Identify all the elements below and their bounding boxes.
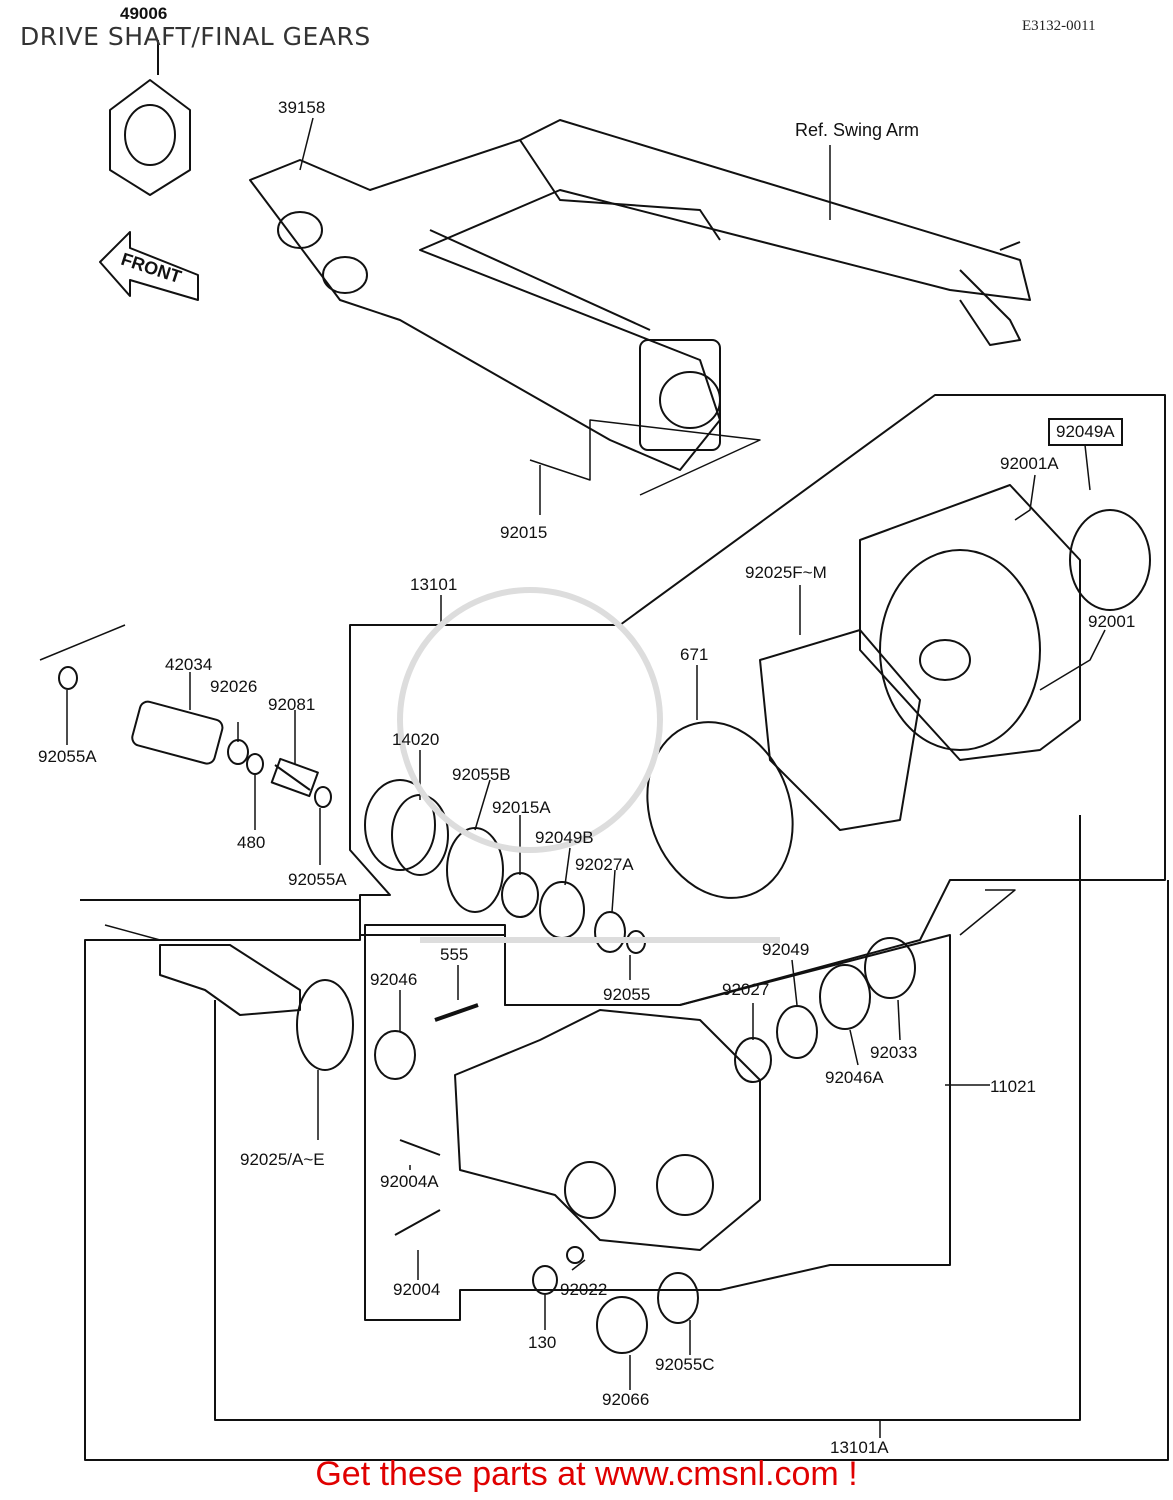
part-label-480[interactable]: 480 — [237, 833, 266, 852]
shim-92025 — [296, 979, 354, 1071]
part-label-92049[interactable]: 92049 — [762, 940, 810, 959]
o-ring-671 — [646, 721, 794, 899]
part-label-92015a[interactable]: 92015A — [492, 798, 551, 817]
part-label-92055a-right[interactable]: 92055A — [288, 870, 347, 889]
ring-gear-illustration — [859, 484, 1151, 761]
coupling-illustration — [109, 40, 191, 196]
sleeve-42034 — [131, 700, 224, 765]
part-label-92025-a-e[interactable]: 92025/A~E — [240, 1150, 325, 1169]
part-label-92055c[interactable]: 92055C — [655, 1355, 715, 1374]
diagram-code: E3132-0011 — [1022, 18, 1096, 34]
part-label-92004a[interactable]: 92004A — [380, 1172, 439, 1191]
watermark — [397, 587, 780, 943]
part-label-13101a[interactable]: 13101A — [830, 1438, 889, 1457]
part-label-92033[interactable]: 92033 — [870, 1043, 918, 1062]
pinion-shaft — [159, 944, 301, 1016]
part-label-130[interactable]: 130 — [528, 1333, 557, 1352]
group-outline-11021 — [364, 924, 951, 1321]
bearing-14020 — [364, 779, 436, 871]
part-label-11021[interactable]: 11021 — [990, 1077, 1037, 1096]
group-outline-shaft — [214, 815, 1081, 1421]
part-label-14020[interactable]: 14020 — [392, 730, 440, 749]
part-label-92049b[interactable]: 92049B — [535, 828, 594, 847]
diagram-title: DRIVE SHAFT/FINAL GEARS — [20, 22, 371, 51]
part-label-13101[interactable]: 13101 — [410, 575, 458, 594]
part-label-92026[interactable]: 92026 — [210, 677, 258, 696]
part-label-92027a[interactable]: 92027A — [575, 855, 634, 874]
part-label-92081[interactable]: 92081 — [268, 695, 316, 714]
part-label-92046[interactable]: 92046 — [370, 970, 418, 989]
part-label-92001a[interactable]: 92001A — [1000, 454, 1059, 473]
part-label-92049a[interactable]: 92049A — [1048, 418, 1123, 446]
group-outline-13101a — [80, 880, 1169, 1461]
part-label-92004[interactable]: 92004 — [393, 1280, 441, 1299]
part-label-92055[interactable]: 92055 — [603, 985, 651, 1004]
front-arrow-shape — [99, 231, 199, 301]
part-label-39158[interactable]: 39158 — [278, 98, 326, 117]
part-label-92001[interactable]: 92001 — [1088, 612, 1136, 631]
reference-swing-arm: Ref. Swing Arm — [795, 120, 920, 140]
swing-arm-illustration — [249, 119, 1031, 471]
shop-link-banner[interactable]: Get these parts at www.cmsnl.com ! — [315, 1455, 858, 1493]
part-label-92025f-m[interactable]: 92025F~M — [745, 563, 827, 582]
part-label-92055a-left[interactable]: 92055A — [38, 747, 97, 766]
part-label-42034[interactable]: 42034 — [165, 655, 213, 674]
part-label-555[interactable]: 555 — [440, 945, 469, 964]
part-label-92027[interactable]: 92027 — [722, 980, 770, 999]
part-label-92015[interactable]: 92015 — [500, 523, 548, 542]
gasket-illustration — [759, 629, 921, 831]
part-label-671[interactable]: 671 — [680, 645, 709, 664]
part-label-92066[interactable]: 92066 — [602, 1390, 650, 1409]
group-outline-13101 — [349, 394, 1166, 1006]
part-label-49006[interactable]: 49006 — [120, 4, 168, 23]
part-label-92046a[interactable]: 92046A — [825, 1068, 884, 1087]
part-label-92055b[interactable]: 92055B — [452, 765, 511, 784]
part-label-92022[interactable]: 92022 — [560, 1280, 608, 1299]
final-gear-housing — [454, 1009, 761, 1251]
